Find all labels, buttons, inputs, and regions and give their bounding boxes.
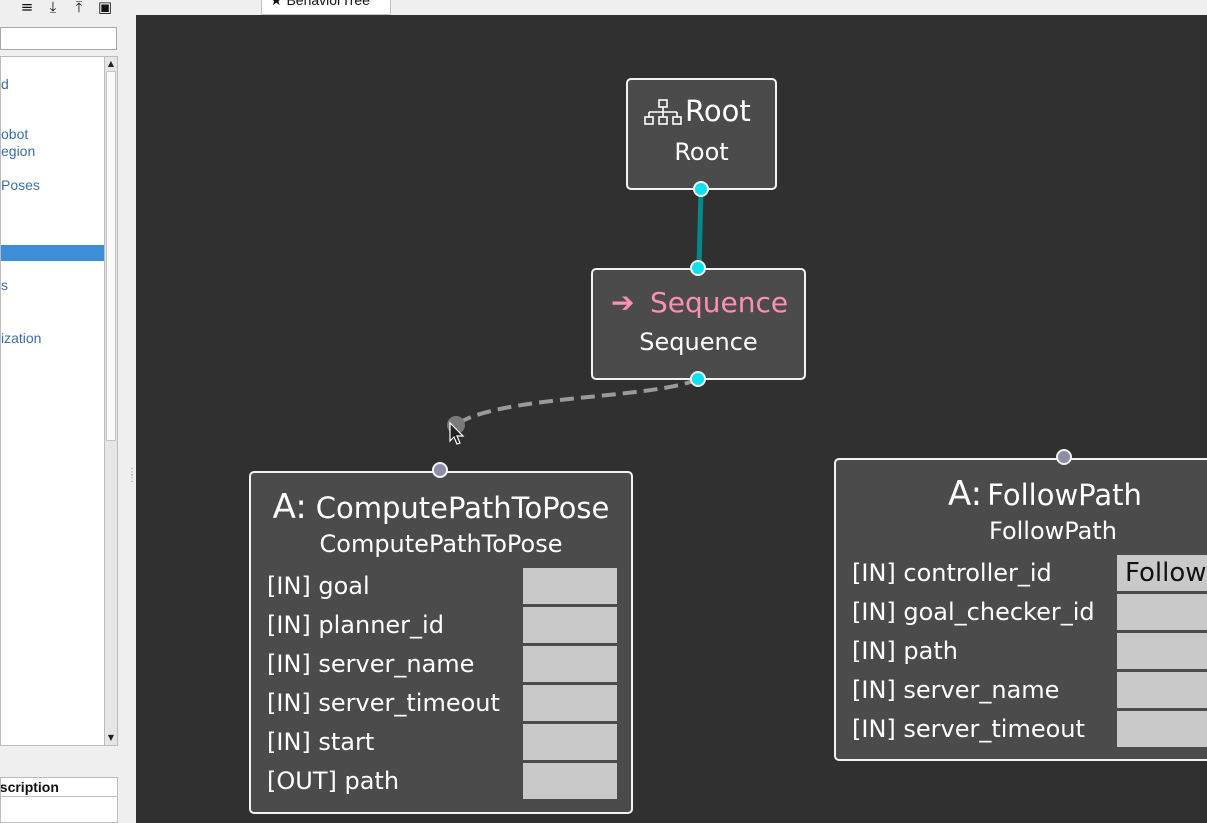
save-icon[interactable]: ▣	[94, 0, 116, 14]
port-label: [IN] server_name	[852, 676, 1060, 704]
description-label: escription	[0, 779, 59, 795]
follow-node-title: FollowPath	[987, 478, 1142, 512]
tree-structure-icon	[644, 99, 682, 125]
tree-item[interactable]: ization	[1, 330, 42, 346]
port-value-input[interactable]	[1117, 633, 1207, 669]
follow-path-node[interactable]: A: FollowPath FollowPath [IN] controller…	[834, 458, 1207, 761]
port-value-input[interactable]	[1117, 711, 1207, 747]
port-label: [IN] start	[267, 728, 375, 756]
port-label: [IN] goal	[267, 572, 370, 600]
port-value-input[interactable]	[523, 568, 617, 604]
tree-item[interactable]: obot	[1, 126, 29, 142]
follow-input-port[interactable]	[1056, 449, 1072, 465]
tree-item[interactable]: s	[1, 277, 8, 293]
mouse-cursor-icon	[449, 421, 465, 445]
action-prefix-icon: A:	[948, 474, 983, 514]
root-node[interactable]: Root Root	[626, 78, 777, 190]
description-header: escription	[0, 777, 118, 797]
edges-layer	[447, 188, 704, 445]
follow-node-header: A: FollowPath	[948, 474, 1142, 514]
compute-input-port[interactable]	[432, 462, 448, 478]
root-output-port[interactable]	[693, 181, 709, 197]
port-label: [IN] planner_id	[267, 611, 444, 639]
compute-node-title: ComputePathToPose	[315, 491, 610, 525]
upload-glyph: ⤒	[75, 0, 83, 14]
port-label: [IN] server_name	[267, 650, 475, 678]
port-label: [IN] controller_id	[852, 559, 1052, 587]
port-value-input[interactable]	[1117, 672, 1207, 708]
graph-canvas[interactable]: Root Root ➔ Sequence Sequence A: Compute…	[136, 15, 1207, 823]
port-value-input[interactable]	[1117, 594, 1207, 630]
edge-pending-drag	[454, 377, 699, 427]
sequence-input-port[interactable]	[690, 260, 706, 276]
tab-behaviortree[interactable]: ★ BehaviorTree	[261, 0, 391, 15]
port-label: [IN] server_timeout	[267, 689, 500, 717]
port-value-input[interactable]	[523, 763, 617, 799]
tree-scrollbar[interactable]: ▲ ▼	[104, 56, 118, 746]
port-label: [IN] goal_checker_id	[852, 598, 1095, 626]
sequence-output-port[interactable]	[690, 371, 706, 387]
port-label: [OUT] path	[267, 767, 400, 795]
left-panel: ≡ ⤓ ⤒ ▣ d obot egion Poses s ization ▲ ▼…	[0, 0, 124, 823]
tree-item[interactable]: d	[1, 76, 9, 92]
edge-root-sequence	[696, 188, 704, 270]
sequence-node-title: Sequence	[650, 286, 789, 319]
panel-splitter-handle[interactable]: ⋮⋮	[127, 467, 137, 484]
follow-node-name: FollowPath	[989, 517, 1118, 545]
save-glyph: ▣	[97, 0, 113, 14]
arrow-right-icon: ➔	[611, 286, 635, 319]
action-prefix-icon: A:	[272, 487, 307, 527]
compute-path-node[interactable]: A: ComputePathToPose ComputePathToPose […	[249, 471, 633, 814]
scroll-up-arrow-icon[interactable]: ▲	[107, 59, 115, 68]
compute-node-header: A: ComputePathToPose	[251, 487, 631, 527]
root-node-title: Root	[685, 94, 751, 128]
add-list-glyph: ≡	[20, 0, 34, 14]
sequence-node-name: Sequence	[639, 328, 758, 356]
tree-item[interactable]: Poses	[1, 177, 40, 193]
download-icon[interactable]: ⤓	[42, 0, 64, 14]
tree-item[interactable]: egion	[1, 143, 36, 159]
port-label: [IN] path	[852, 637, 958, 665]
root-node-name: Root	[674, 138, 729, 166]
scroll-down-arrow-icon[interactable]: ▼	[107, 733, 115, 742]
tree-selected-item[interactable]	[1, 245, 104, 261]
sequence-node[interactable]: ➔ Sequence Sequence	[591, 268, 806, 380]
description-box[interactable]	[0, 797, 118, 823]
port-label: [IN] server_timeout	[852, 715, 1085, 743]
compute-node-name: ComputePathToPose	[319, 530, 563, 558]
upload-icon[interactable]: ⤒	[68, 0, 90, 14]
search-input[interactable]	[0, 27, 117, 50]
download-glyph: ⤓	[49, 0, 57, 14]
scroll-thumb[interactable]	[106, 71, 116, 441]
node-tree-list[interactable]: d obot egion Poses s ization	[0, 56, 104, 746]
port-value-input[interactable]	[523, 646, 617, 682]
port-value-input[interactable]	[523, 724, 617, 760]
port-value-input[interactable]	[523, 685, 617, 721]
port-value-input[interactable]: Follow	[1117, 555, 1207, 591]
port-value-input[interactable]	[523, 607, 617, 643]
tab-bar: ★ BehaviorTree	[124, 0, 1207, 15]
tab-label: ★ BehaviorTree	[270, 0, 370, 8]
add-list-icon[interactable]: ≡	[16, 0, 38, 14]
